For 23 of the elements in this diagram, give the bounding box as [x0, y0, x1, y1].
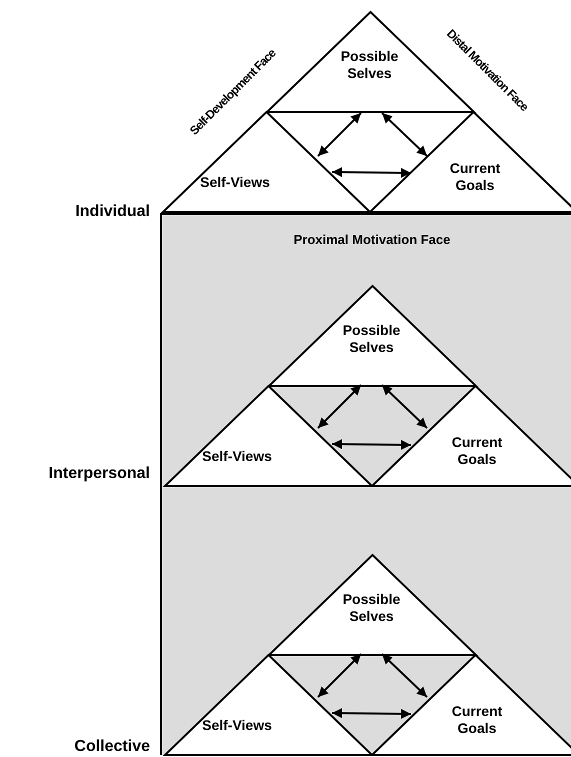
- segment-label: Current Goals: [448, 160, 502, 194]
- double-arrow: [317, 112, 362, 157]
- segment-label: Possible Selves: [342, 591, 402, 625]
- level-label: Interpersonal: [48, 465, 150, 483]
- segment-label: Possible Selves: [340, 48, 400, 82]
- segment-label: Self-Views: [201, 717, 273, 734]
- double-arrow: [332, 708, 412, 719]
- double-arrow: [332, 167, 412, 178]
- segment-label: Current Goals: [450, 434, 504, 468]
- double-arrow: [381, 112, 428, 157]
- double-arrow: [317, 653, 362, 698]
- double-arrow: [317, 384, 362, 429]
- double-arrow: [381, 653, 428, 698]
- level-label: Collective: [74, 738, 150, 756]
- segment-label: Self-Views: [199, 174, 271, 191]
- double-arrow: [332, 439, 412, 450]
- level-label: Individual: [75, 203, 150, 221]
- band-label: Proximal Motivation Face: [292, 231, 452, 248]
- shaded-band: [160, 213, 571, 755]
- segment-label: Self-Views: [201, 448, 273, 465]
- segment-label: Current Goals: [450, 703, 504, 737]
- segment-label: Possible Selves: [342, 322, 402, 356]
- double-arrow: [381, 384, 428, 429]
